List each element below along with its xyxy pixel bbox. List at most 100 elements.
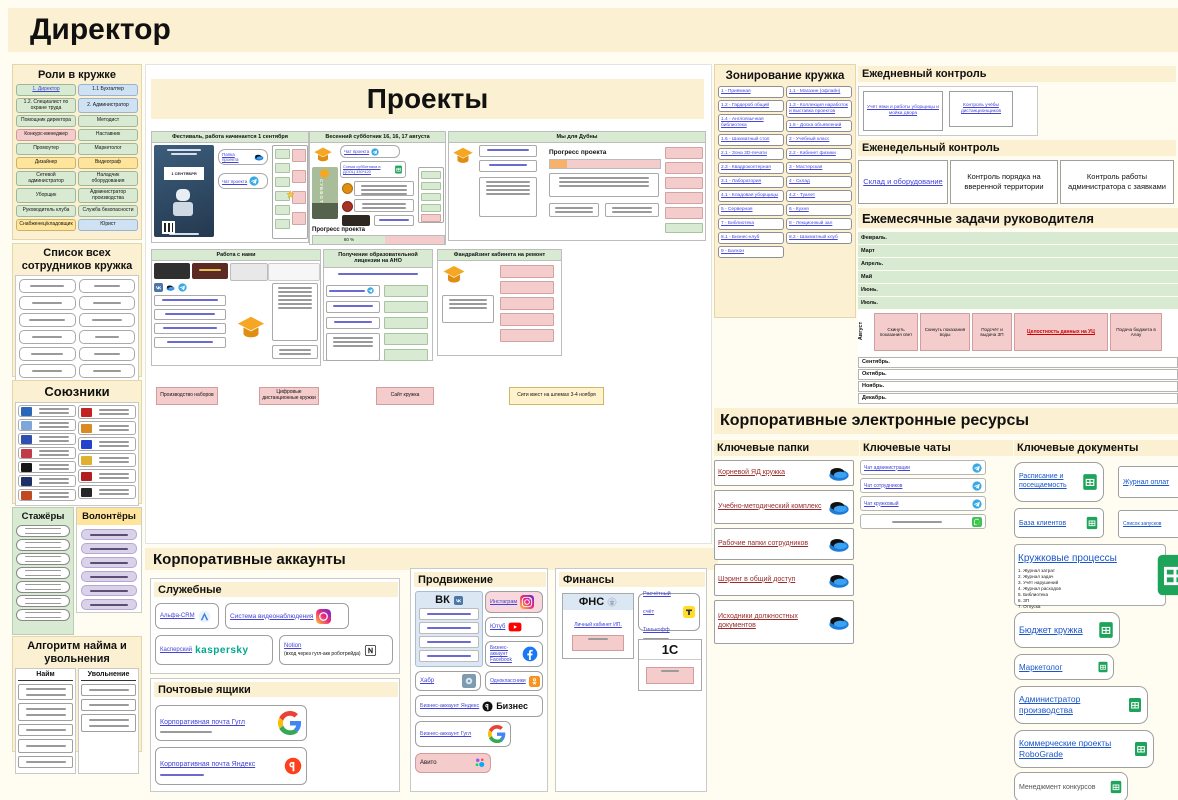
project-scheme-button[interactable]: Схема субботника в ДООЦ 330*420 xyxy=(340,161,406,179)
link-box[interactable] xyxy=(154,295,226,307)
zone-link[interactable]: 1.5 - Доска объявлений xyxy=(789,122,842,128)
promo-link[interactable]: Инстаграм xyxy=(490,599,518,605)
zone-item[interactable]: 2.1 - Зона 3D-печати xyxy=(718,147,784,160)
folder-link[interactable]: Исходники должностных документов xyxy=(718,613,798,629)
promo-card[interactable]: Бизнес-аккаунт Яндекс Бизнес xyxy=(415,695,543,717)
zone-link[interactable]: 7 - Библиотека xyxy=(721,220,755,226)
account-card[interactable]: Система видеонаблюдения xyxy=(225,603,349,629)
doc-card[interactable]: База клиентов xyxy=(1014,508,1104,538)
promo-card[interactable]: Бизнес-аккаунт Гугл xyxy=(415,721,511,747)
mail-card[interactable]: Корпоративная почта Гугл xyxy=(155,705,307,741)
doc-link[interactable]: Маркетолог xyxy=(1019,662,1063,672)
vk-sub-link[interactable] xyxy=(419,650,479,662)
zone-link[interactable]: 2.3 - Квадрокоптерная xyxy=(721,164,771,170)
zone-item[interactable]: 2 - Учебный класс xyxy=(786,133,852,146)
mail-link[interactable]: Корпоративная почта Гугл xyxy=(160,719,245,726)
doc-card[interactable]: Администратор производства xyxy=(1014,686,1148,724)
role-link[interactable]: 1. Директор xyxy=(32,86,60,93)
zone-link[interactable]: 6 - Кухня xyxy=(789,206,809,212)
zone-link[interactable]: 1.6 - Шахматный стол xyxy=(721,136,770,142)
account-card[interactable]: Notion (вход через гугл-акк роботрейда) xyxy=(279,635,393,665)
zone-item[interactable]: 1.1 - Магазин (офлайн) xyxy=(786,86,852,98)
zone-link[interactable]: 1 - Приёмная xyxy=(721,89,751,94)
doc-link[interactable]: Коммерческие проекты RoboGrade xyxy=(1019,738,1112,759)
link-box[interactable] xyxy=(479,160,537,173)
daily-link[interactable]: Учёт явки и работы уборщицы и мойка двор… xyxy=(866,104,939,116)
zone-link[interactable]: 4.1 - Кладовая уборщицы xyxy=(721,192,779,198)
doc-card[interactable]: Журнал оплат xyxy=(1118,466,1178,498)
vk-sub-link[interactable] xyxy=(419,608,479,620)
doc-link[interactable]: Бюджет кружка xyxy=(1019,625,1083,635)
promo-card[interactable]: Бизнес-аккаунт Facebook xyxy=(485,641,543,667)
fns-link[interactable]: Личный кабинет ИП. xyxy=(574,622,622,628)
link-box[interactable] xyxy=(154,309,226,321)
link-box[interactable] xyxy=(326,316,380,329)
doc-card[interactable]: Коммерческие проекты RoboGrade xyxy=(1014,730,1154,768)
folder-link[interactable]: Рабочие папки сотрудников xyxy=(718,539,809,547)
link-box[interactable] xyxy=(154,337,226,349)
folder-link[interactable]: Шэринг в общий доступ xyxy=(718,575,796,583)
vk-sub-link[interactable] xyxy=(419,636,479,648)
weekly-link[interactable]: Склад и оборудование xyxy=(863,177,943,187)
doc-card[interactable]: Бюджет кружка xyxy=(1014,612,1120,648)
promo-card[interactable]: Инстаграм xyxy=(485,591,543,613)
project-folder-button[interactable]: Папка проекта xyxy=(218,149,268,166)
zone-link[interactable]: 9 - Балкон xyxy=(721,248,745,254)
project-folder-link[interactable]: Папка проекта xyxy=(222,152,239,163)
role-button[interactable]: 1. Директор xyxy=(16,84,76,96)
doc-link[interactable]: Журнал оплат xyxy=(1123,478,1170,486)
processes-link[interactable]: Кружковые процессы xyxy=(1018,553,1117,564)
zone-item[interactable]: 5 - Серверная xyxy=(718,203,784,216)
zone-item[interactable]: 7 - Библиотека xyxy=(718,217,784,230)
link-box[interactable] xyxy=(154,323,226,335)
account-card[interactable]: Касперский kaspersky xyxy=(155,635,273,665)
chat-card[interactable]: Чат сотрудников xyxy=(860,478,986,493)
chat-card[interactable] xyxy=(860,514,986,529)
promo-link[interactable]: Хабр xyxy=(420,678,435,684)
link-box[interactable] xyxy=(374,215,414,227)
chat-card[interactable]: Чат администрации xyxy=(860,460,986,475)
account-link[interactable]: Система видеонаблюдения xyxy=(230,612,314,620)
zone-item[interactable]: 4.1 - Кладовая уборщицы xyxy=(718,189,784,202)
zone-item[interactable]: 4.2 - Туалет xyxy=(786,189,852,202)
project-chat-link[interactable]: Чат проекта xyxy=(222,178,248,184)
promo-card[interactable]: Ютуб xyxy=(485,617,543,637)
daily-card[interactable]: Контроль учёбы дистанционщиков xyxy=(949,91,1013,127)
bank-card[interactable]: Расчётный счёт Тинькофф xyxy=(638,591,700,640)
promo-card[interactable]: Хабр xyxy=(415,671,481,691)
chat-link[interactable]: Чат кружковый xyxy=(864,500,899,507)
weekly-card[interactable]: Склад и оборудование xyxy=(858,160,948,204)
zone-link[interactable]: 8.1 - Бизнес-клуб xyxy=(721,234,760,240)
doc-link[interactable]: Расписание и посещаемость xyxy=(1019,473,1067,489)
zone-item[interactable]: 8.2 - Шахматный клуб xyxy=(786,231,852,244)
zone-link[interactable]: 2 - Учебный класс xyxy=(789,136,830,142)
project-chat-button[interactable]: Чат проекта xyxy=(340,145,400,159)
project-chat-button[interactable]: Чат проекта xyxy=(218,173,268,190)
folder-link[interactable]: Учебно-методический комплекс xyxy=(718,502,822,510)
doc-card[interactable]: Список запусков xyxy=(1118,510,1178,538)
zone-item[interactable]: 1.5 - Доска объявлений xyxy=(786,119,852,132)
zone-item[interactable]: 1 - Приёмная xyxy=(718,86,784,98)
zone-item[interactable]: 3 - Мастерская xyxy=(786,161,852,174)
folder-link[interactable]: Корневой ЯД кружка xyxy=(718,468,785,476)
zone-link[interactable]: 1.2 - Гардероб общий xyxy=(721,102,770,108)
folder-card[interactable]: Рабочие папки сотрудников xyxy=(714,528,854,560)
zone-link[interactable]: 5 - Серверная xyxy=(721,206,753,212)
folder-card[interactable]: Учебно-методический комплекс xyxy=(714,490,854,524)
zone-link[interactable]: 2.2 - Кабинет физики xyxy=(789,150,836,156)
mail-link[interactable]: Корпоративная почта Яндекс xyxy=(160,761,256,768)
folder-card[interactable]: Исходники должностных документов xyxy=(714,600,854,644)
promo-link[interactable]: Бизнес-аккаунт Facebook xyxy=(490,645,512,663)
zone-link[interactable]: 4.2 - Туалет xyxy=(789,192,816,198)
zone-link[interactable]: 1.4 - Англоязычная библиотека xyxy=(721,116,764,128)
chat-card[interactable]: Чат кружковый xyxy=(860,496,986,511)
zone-item[interactable]: 4 - Склад xyxy=(786,175,852,188)
doc-link[interactable]: Администратор производства xyxy=(1019,694,1081,715)
zone-item[interactable]: 8.1 - Бизнес-клуб xyxy=(718,231,784,244)
zone-link[interactable]: 3 - Мастерская xyxy=(789,164,823,170)
monthly-task-card[interactable]: Целостность данных на УЦ xyxy=(1014,313,1108,351)
doc-card[interactable]: Маркетолог xyxy=(1014,654,1114,680)
zone-item[interactable]: 1.3 - Коллекция наработок и выставка про… xyxy=(786,99,852,118)
zone-item[interactable]: 6 - Кухня xyxy=(786,203,852,216)
zone-link[interactable]: 1.1 - Магазин (офлайн) xyxy=(789,89,841,94)
